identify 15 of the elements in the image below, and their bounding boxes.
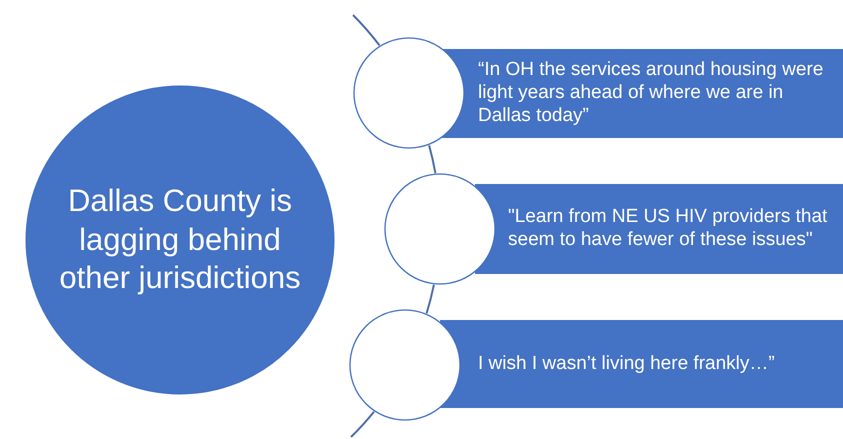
quote-text: “In OH the services around housing were light years ahead of where we are in Dallas today” (478, 59, 824, 128)
quote-text: I wish I wasn’t living here frankly…” (478, 352, 775, 376)
topic-circle (25, 85, 335, 395)
topic-text: Dallas County is lagging behind other jurisdictions (58, 182, 302, 298)
quote-bar (440, 320, 843, 408)
arc-connector (426, 284, 435, 314)
arc-connector (350, 411, 375, 438)
empty-circle (353, 37, 466, 149)
quote-bar (440, 49, 843, 138)
quote-bar (475, 184, 843, 274)
arc-connector (352, 14, 380, 46)
arc-connector (428, 145, 436, 174)
quote-text: "Learn from NE US HIV providers that seem to have fewer of these issues" (508, 206, 828, 252)
empty-circle (348, 309, 461, 421)
empty-circle (384, 173, 496, 285)
